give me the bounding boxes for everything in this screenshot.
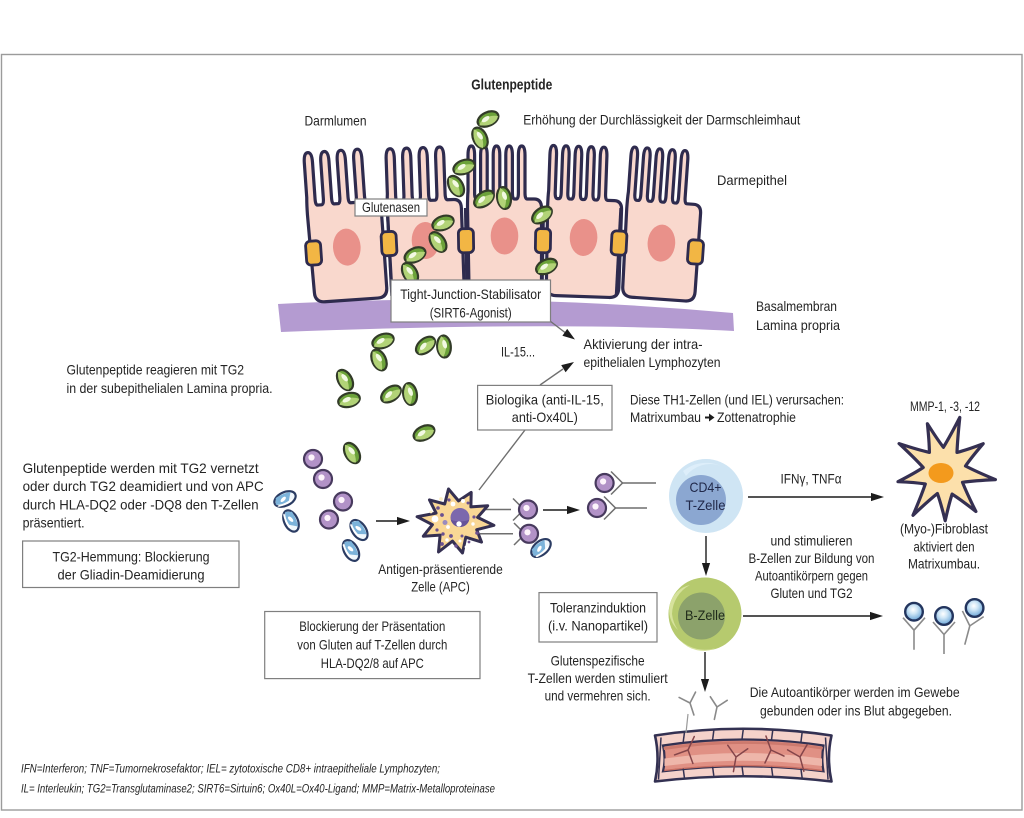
svg-text:anti-Ox40L): anti-Ox40L)	[512, 409, 578, 425]
svg-text:Gluten und TG2: Gluten und TG2	[771, 585, 853, 601]
svg-text:Toleranzinduktion: Toleranzinduktion	[550, 600, 646, 616]
svg-text:T-Zellen werden stimuliert: T-Zellen werden stimuliert	[528, 670, 668, 686]
svg-text:HLA-DQ2/8 auf APC: HLA-DQ2/8 auf APC	[321, 655, 424, 671]
svg-text:Blockierung der Präsentation: Blockierung der Präsentation	[299, 618, 445, 634]
svg-text:Aktivierung der intra-: Aktivierung der intra-	[584, 336, 703, 352]
svg-text:IL= Interleukin; TG2=Transglut: IL= Interleukin; TG2=Transglutaminase2; …	[21, 782, 495, 796]
svg-text:gebunden oder ins Blut abgegeb: gebunden oder ins Blut abgegeben.	[760, 703, 952, 719]
svg-text:in der subepithelialen Lamina: in der subepithelialen Lamina propria.	[67, 380, 273, 396]
svg-text:Glutenspezifische: Glutenspezifische	[551, 653, 645, 669]
svg-text:Matrixumbau.: Matrixumbau.	[908, 556, 980, 572]
svg-text:Diese TH1-Zellen (und IEL) ver: Diese TH1-Zellen (und IEL) verursachen:	[630, 392, 844, 408]
svg-text:Lamina propria: Lamina propria	[756, 317, 840, 333]
svg-text:Biologika (anti-IL-15,: Biologika (anti-IL-15,	[486, 392, 604, 408]
svg-text:Glutenpeptide werden mit TG2 v: Glutenpeptide werden mit TG2 vernetzt	[23, 460, 259, 476]
svg-text:IFN=Interferon; TNF=Tumornekro: IFN=Interferon; TNF=Tumornekrosefaktor; …	[21, 762, 440, 776]
svg-text:und stimulieren: und stimulieren	[771, 533, 853, 549]
svg-text:Erhöhung der Durchlässigkeit d: Erhöhung der Durchlässigkeit der Darmsch…	[523, 112, 800, 128]
svg-text:Darmlumen: Darmlumen	[305, 113, 367, 129]
svg-text:von Gluten auf T-Zellen durch: von Gluten auf T-Zellen durch	[297, 637, 447, 653]
svg-text:Zelle (APC): Zelle (APC)	[411, 579, 470, 595]
svg-text:T-Zelle: T-Zelle	[686, 497, 726, 513]
svg-text:TG2-Hemmung: Blockierung: TG2-Hemmung: Blockierung	[53, 549, 210, 565]
svg-text:Antigen-präsentierende: Antigen-präsentierende	[378, 561, 503, 577]
svg-text:oder durch TG2 deamidiert und: oder durch TG2 deamidiert und von APC	[23, 478, 264, 494]
svg-text:IFNγ, TNFα: IFNγ, TNFα	[781, 471, 842, 487]
svg-text:und vermehren sich.: und vermehren sich.	[545, 688, 651, 704]
svg-text:Tight-Junction-Stabilisator: Tight-Junction-Stabilisator	[400, 286, 541, 302]
svg-text:aktiviert den: aktiviert den	[914, 539, 975, 555]
svg-text:Darmepithel: Darmepithel	[717, 172, 787, 188]
svg-text:epithelialen Lymphozyten: epithelialen Lymphozyten	[584, 354, 721, 370]
svg-text:der Gliadin-Deamidierung: der Gliadin-Deamidierung	[58, 567, 205, 583]
svg-text:B-Zellen zur Bildung von: B-Zellen zur Bildung von	[749, 550, 875, 566]
svg-text:Glutenpeptide: Glutenpeptide	[471, 77, 552, 94]
svg-text:Zottenatrophie: Zottenatrophie	[717, 409, 796, 425]
svg-text:Glutenasen: Glutenasen	[362, 199, 420, 215]
svg-text:Glutenpeptide reagieren mit TG: Glutenpeptide reagieren mit TG2	[67, 362, 245, 378]
svg-text:Die Autoantikörper werden im G: Die Autoantikörper werden im Gewebe	[750, 684, 960, 700]
svg-text:Autoantikörpern gegen: Autoantikörpern gegen	[755, 568, 868, 584]
svg-text:B-Zelle: B-Zelle	[685, 607, 725, 623]
svg-text:MMP-1, -3, -12: MMP-1, -3, -12	[910, 398, 980, 414]
svg-text:(SIRT6-Agonist): (SIRT6-Agonist)	[430, 305, 512, 321]
svg-text:Basalmembran: Basalmembran	[756, 298, 837, 314]
svg-text:(Myo-)Fibroblast: (Myo-)Fibroblast	[900, 521, 988, 537]
svg-text:(i.v. Nanopartikel): (i.v. Nanopartikel)	[548, 618, 648, 634]
svg-text:IL-15...: IL-15...	[501, 344, 535, 360]
svg-text:Matrixumbau: Matrixumbau	[630, 409, 701, 425]
svg-text:präsentiert.: präsentiert.	[23, 515, 85, 531]
svg-text:durch HLA-DQ2 oder -DQ8 den T-: durch HLA-DQ2 oder -DQ8 den T-Zellen	[23, 497, 259, 513]
svg-text:CD4+: CD4+	[690, 479, 722, 495]
